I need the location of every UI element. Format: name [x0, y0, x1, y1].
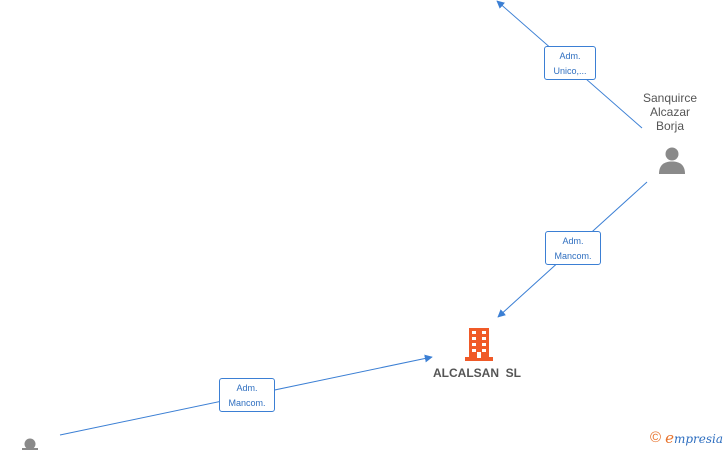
person-name-line: Sanquirce	[642, 91, 698, 105]
edge-label-line: Mancom.	[554, 251, 592, 261]
edge-label-line: Adm.	[559, 51, 581, 61]
copyright-icon: ©	[650, 429, 662, 446]
edge-label-line: Unico,...	[553, 66, 587, 76]
edge-label-adm-unico[interactable]: Adm. Unico,...	[544, 46, 596, 80]
person-node-name[interactable]: Sanquirce Alcazar Borja	[630, 91, 710, 133]
company-node-name[interactable]: ALCALSAN SL	[433, 366, 521, 380]
edge-label-line: Mancom.	[228, 398, 266, 408]
person-name-line: Borja	[655, 119, 684, 133]
building-icon[interactable]	[462, 326, 496, 362]
brand-logo-initial: e	[665, 428, 674, 447]
brand-logo-text: mpresia	[673, 431, 724, 446]
empresia-watermark: © empresia	[650, 429, 723, 447]
brand-logo: empresia	[665, 429, 723, 448]
person-icon[interactable]	[18, 436, 42, 450]
edge-label-adm-mancom-person[interactable]: Adm. Mancom.	[545, 231, 601, 265]
edge-label-adm-mancom-partial[interactable]: Adm. Mancom.	[219, 378, 275, 412]
person-name-line: Alcazar	[649, 105, 690, 119]
person-icon[interactable]	[657, 145, 687, 175]
edge-label-line: Adm.	[236, 383, 258, 393]
edge-label-line: Adm.	[562, 236, 584, 246]
